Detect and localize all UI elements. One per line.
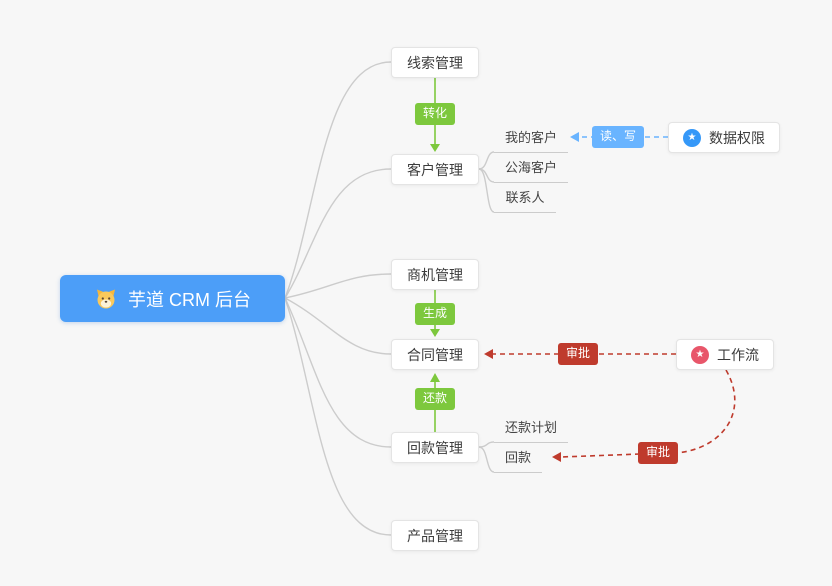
edge-label-approve-payment: 审批 [637, 442, 679, 464]
node-data-permission[interactable]: ★ 数据权限 [668, 122, 780, 153]
sub-node-public-customers[interactable]: 公海客户 [494, 160, 568, 183]
edge-label-convert: 转化 [414, 103, 456, 125]
sub-node-my-customers[interactable]: 我的客户 [494, 130, 568, 153]
star-icon: ★ [683, 128, 701, 147]
edge-label-approve-contract: 审批 [557, 343, 599, 365]
edge-label-read-write: 读、写 [591, 126, 645, 148]
workflow-label: 工作流 [717, 346, 759, 363]
data-permission-label: 数据权限 [709, 129, 765, 146]
edge-label-generate: 生成 [414, 303, 456, 325]
sub-node-repayment[interactable]: 回款 [494, 450, 542, 473]
root-node-crm-backend[interactable]: 芋道 CRM 后台 [60, 275, 285, 322]
dog-icon [97, 289, 115, 308]
star-icon: ★ [691, 345, 709, 364]
node-customers[interactable]: 客户管理 [391, 154, 479, 185]
node-contracts[interactable]: 合同管理 [391, 339, 479, 370]
node-workflow[interactable]: ★ 工作流 [676, 339, 774, 370]
root-label: 芋道 CRM 后台 [128, 289, 251, 310]
green-flow-arrows [430, 78, 440, 432]
node-products[interactable]: 产品管理 [391, 520, 479, 551]
sub-node-repayment-plan[interactable]: 还款计划 [494, 420, 568, 443]
node-opportunities[interactable]: 商机管理 [391, 259, 479, 290]
tree-connectors [284, 61, 495, 536]
sub-node-contacts[interactable]: 联系人 [494, 190, 556, 213]
node-leads[interactable]: 线索管理 [391, 47, 479, 78]
edge-label-repay: 还款 [414, 388, 456, 410]
node-receivables[interactable]: 回款管理 [391, 432, 479, 463]
